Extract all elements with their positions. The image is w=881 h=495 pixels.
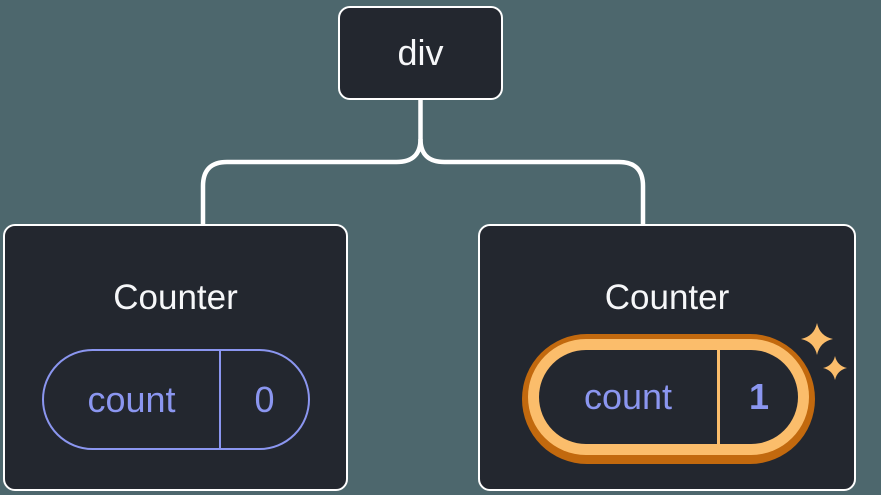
state-pill: count 0 xyxy=(42,349,310,450)
node-label: Counter xyxy=(113,278,238,317)
state-name: count xyxy=(583,376,673,417)
node-label: Counter xyxy=(604,278,730,317)
state-highlight-ring: count 1 xyxy=(522,334,815,464)
state-divider xyxy=(219,351,221,448)
state-value: 0 xyxy=(254,378,275,420)
state-highlight-ring-inner: count 1 xyxy=(528,339,809,455)
tree-node-div: div xyxy=(338,6,503,100)
state-name: count xyxy=(87,378,176,420)
state-divider xyxy=(717,350,720,444)
sparkles-icon xyxy=(801,323,847,380)
node-label: div xyxy=(397,32,444,73)
state-pill: count 1 xyxy=(539,350,798,444)
tree-node-counter-left: Counter count 0 xyxy=(3,224,348,491)
tree-node-counter-right: Counter count 1 xyxy=(478,224,856,491)
state-value: 1 xyxy=(748,376,770,417)
